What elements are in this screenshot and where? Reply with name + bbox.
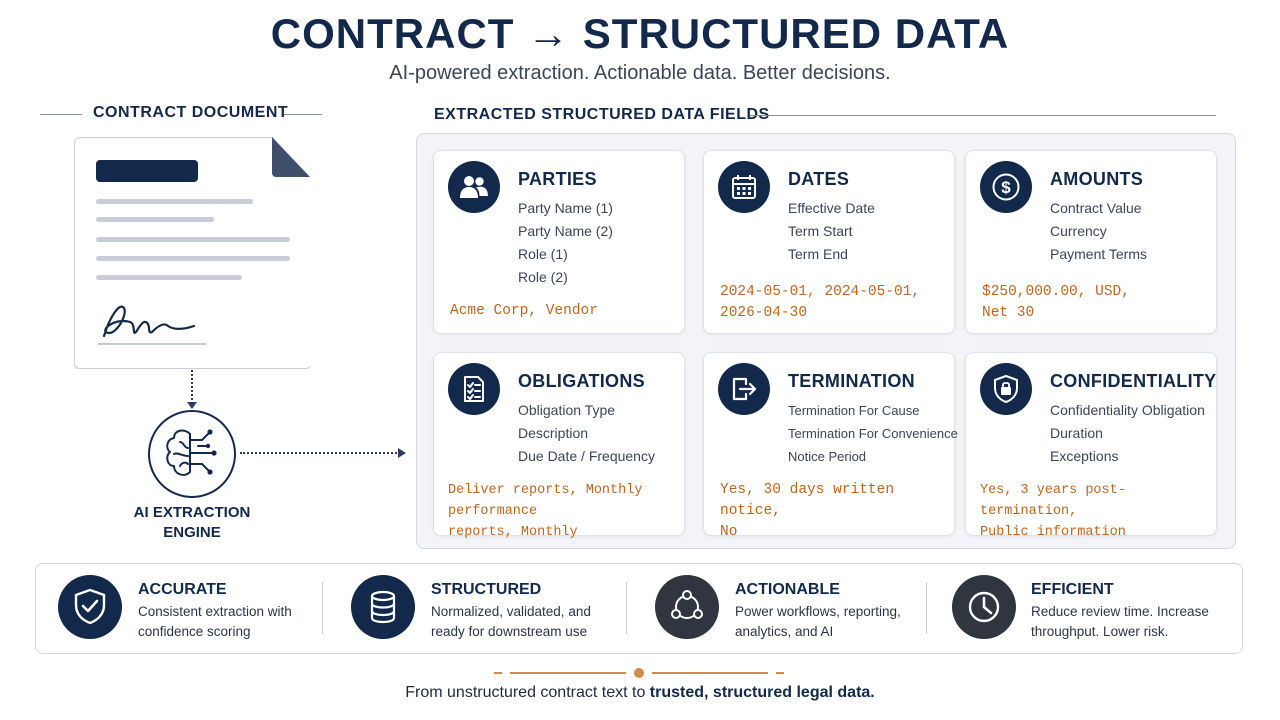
- benefit-title: ACTIONABLE: [735, 581, 840, 598]
- field-label: Termination For Cause: [788, 403, 920, 418]
- footer-text-plain: From unstructured contract text to: [405, 684, 650, 701]
- field-label: Contract Value: [1050, 200, 1142, 216]
- exit-icon: [718, 363, 770, 415]
- field-label: Obligation Type: [518, 402, 616, 418]
- document-title-bar: [96, 160, 198, 182]
- calendar-icon: [718, 161, 770, 213]
- benefit-description: Normalized, validated, and ready for dow…: [431, 604, 591, 639]
- document-text-line: [96, 217, 214, 222]
- shield-lock-icon: [980, 363, 1032, 415]
- field-label: Termination For Convenience: [788, 426, 958, 441]
- footer-rule: [510, 672, 626, 674]
- field-card-dates: DATES Effective Date Term Start Term End…: [703, 150, 955, 334]
- card-title: AMOUNTS: [1050, 169, 1144, 189]
- field-label: Effective Date: [788, 200, 875, 216]
- benefit-description: Consistent extraction with confidence sc…: [138, 604, 292, 639]
- card-field-list: Effective Date Term Start Term End: [788, 197, 875, 266]
- footer-text-bold: trusted, structured legal data.: [649, 684, 875, 701]
- arrow-down-icon: [187, 402, 197, 409]
- flow-connector: [191, 370, 193, 408]
- divider: [626, 582, 627, 634]
- dollar-icon: $: [980, 161, 1032, 213]
- field-card-obligations: OBLIGATIONS Obligation Type Description …: [433, 352, 685, 540]
- svg-text:$: $: [1001, 178, 1011, 197]
- extracted-value: Acme Corp, Vendor: [450, 303, 598, 319]
- database-icon: [351, 575, 415, 639]
- field-label: Role (2): [518, 269, 568, 285]
- users-icon: [448, 161, 500, 213]
- field-label: Role (1): [518, 246, 568, 262]
- footer-dot: [634, 668, 644, 678]
- field-label: Confidentiality Obligation: [1050, 402, 1205, 418]
- card-title: DATES: [788, 169, 850, 189]
- field-label: Payment Terms: [1050, 246, 1147, 262]
- section-rule: [40, 114, 82, 115]
- engine-label-line: ENGINE: [163, 524, 221, 541]
- document-text-line: [96, 275, 242, 280]
- document-fold: [272, 137, 310, 177]
- benefit-title: ACCURATE: [138, 581, 227, 598]
- card-field-list: Confidentiality Obligation Duration Exce…: [1050, 399, 1205, 468]
- document-text-line: [96, 199, 253, 204]
- field-label: Party Name (2): [518, 223, 613, 239]
- document-text-line: [96, 256, 290, 261]
- ai-engine-brain-icon: [148, 410, 236, 498]
- field-label: Notice Period: [788, 449, 867, 464]
- card-title: TERMINATION: [788, 371, 915, 391]
- field-card-amounts: $ AMOUNTS Contract Value Currency Paymen…: [965, 150, 1217, 334]
- section-label-fields: EXTRACTED STRUCTURED DATA FIELDS: [434, 106, 770, 123]
- clock-icon: [952, 575, 1016, 639]
- extracted-value: 2024-05-01, 2024-05-01, 2026-04-30: [720, 284, 921, 321]
- benefit-description: Power workflows, reporting, analytics, a…: [735, 604, 901, 639]
- divider: [322, 582, 323, 634]
- field-label: Currency: [1050, 223, 1107, 239]
- footer-rule: [776, 672, 784, 674]
- section-rule: [750, 115, 1216, 116]
- extracted-value: Deliver reports, Monthly performance rep…: [448, 483, 643, 540]
- network-icon: [655, 575, 719, 639]
- card-field-list: Termination For Cause Termination For Co…: [788, 399, 958, 468]
- field-card-termination: TERMINATION Termination For Cause Termin…: [703, 352, 958, 540]
- card-title: OBLIGATIONS: [518, 371, 645, 391]
- card-field-list: Obligation Type Description Due Date / F…: [518, 399, 655, 468]
- section-label-document: CONTRACT DOCUMENT: [93, 104, 289, 121]
- footer-rule: [652, 672, 768, 674]
- benefit-description: Reduce review time. Increase throughput.…: [1031, 604, 1209, 639]
- benefit-title: EFFICIENT: [1031, 581, 1114, 598]
- section-rule: [284, 114, 322, 115]
- arrow-right-icon: [398, 448, 406, 458]
- card-title: PARTIES: [518, 169, 597, 189]
- shield-check-icon: [58, 575, 122, 639]
- engine-label-line: AI EXTRACTION: [133, 504, 251, 521]
- divider: [926, 582, 927, 634]
- footer-tagline: From unstructured contract text to trust…: [0, 684, 1280, 702]
- engine-label: AI EXTRACTION ENGINE: [110, 503, 274, 543]
- benefits-strip: ACCURATE Consistent extraction with conf…: [35, 563, 1243, 654]
- field-label: Exceptions: [1050, 448, 1119, 464]
- field-label: Term Start: [788, 223, 853, 239]
- page-title: CONTRACT → STRUCTURED DATA: [270, 10, 1010, 57]
- extracted-value: Yes, 3 years post-termination, Public in…: [980, 483, 1126, 540]
- field-label: Due Date / Frequency: [518, 448, 655, 464]
- field-label: Description: [518, 425, 589, 441]
- card-field-list: Party Name (1) Party Name (2) Role (1) R…: [518, 197, 613, 289]
- extracted-value: Yes, 30 days written notice, No: [720, 482, 895, 540]
- benefit-title: STRUCTURED: [431, 581, 542, 598]
- document-text-line: [96, 237, 290, 242]
- flow-connector: [240, 452, 400, 454]
- brain-icon: [166, 429, 217, 476]
- card-field-list: Contract Value Currency Payment Terms: [1050, 197, 1147, 266]
- signature-icon: [98, 305, 206, 345]
- checklist-icon: [448, 363, 500, 415]
- page-subtitle: AI-powered extraction. Actionable data. …: [389, 62, 891, 84]
- field-label: Term End: [788, 246, 848, 262]
- card-title: CONFIDENTIALITY: [1050, 371, 1217, 391]
- field-card-confidentiality: CONFIDENTIALITY Confidentiality Obligati…: [965, 352, 1217, 540]
- field-label: Party Name (1): [518, 200, 613, 216]
- extracted-value: $250,000.00, USD, Net 30: [982, 284, 1130, 321]
- field-label: Duration: [1050, 425, 1103, 441]
- field-card-parties: PARTIES Party Name (1) Party Name (2) Ro…: [433, 150, 685, 334]
- footer-rule: [494, 672, 502, 674]
